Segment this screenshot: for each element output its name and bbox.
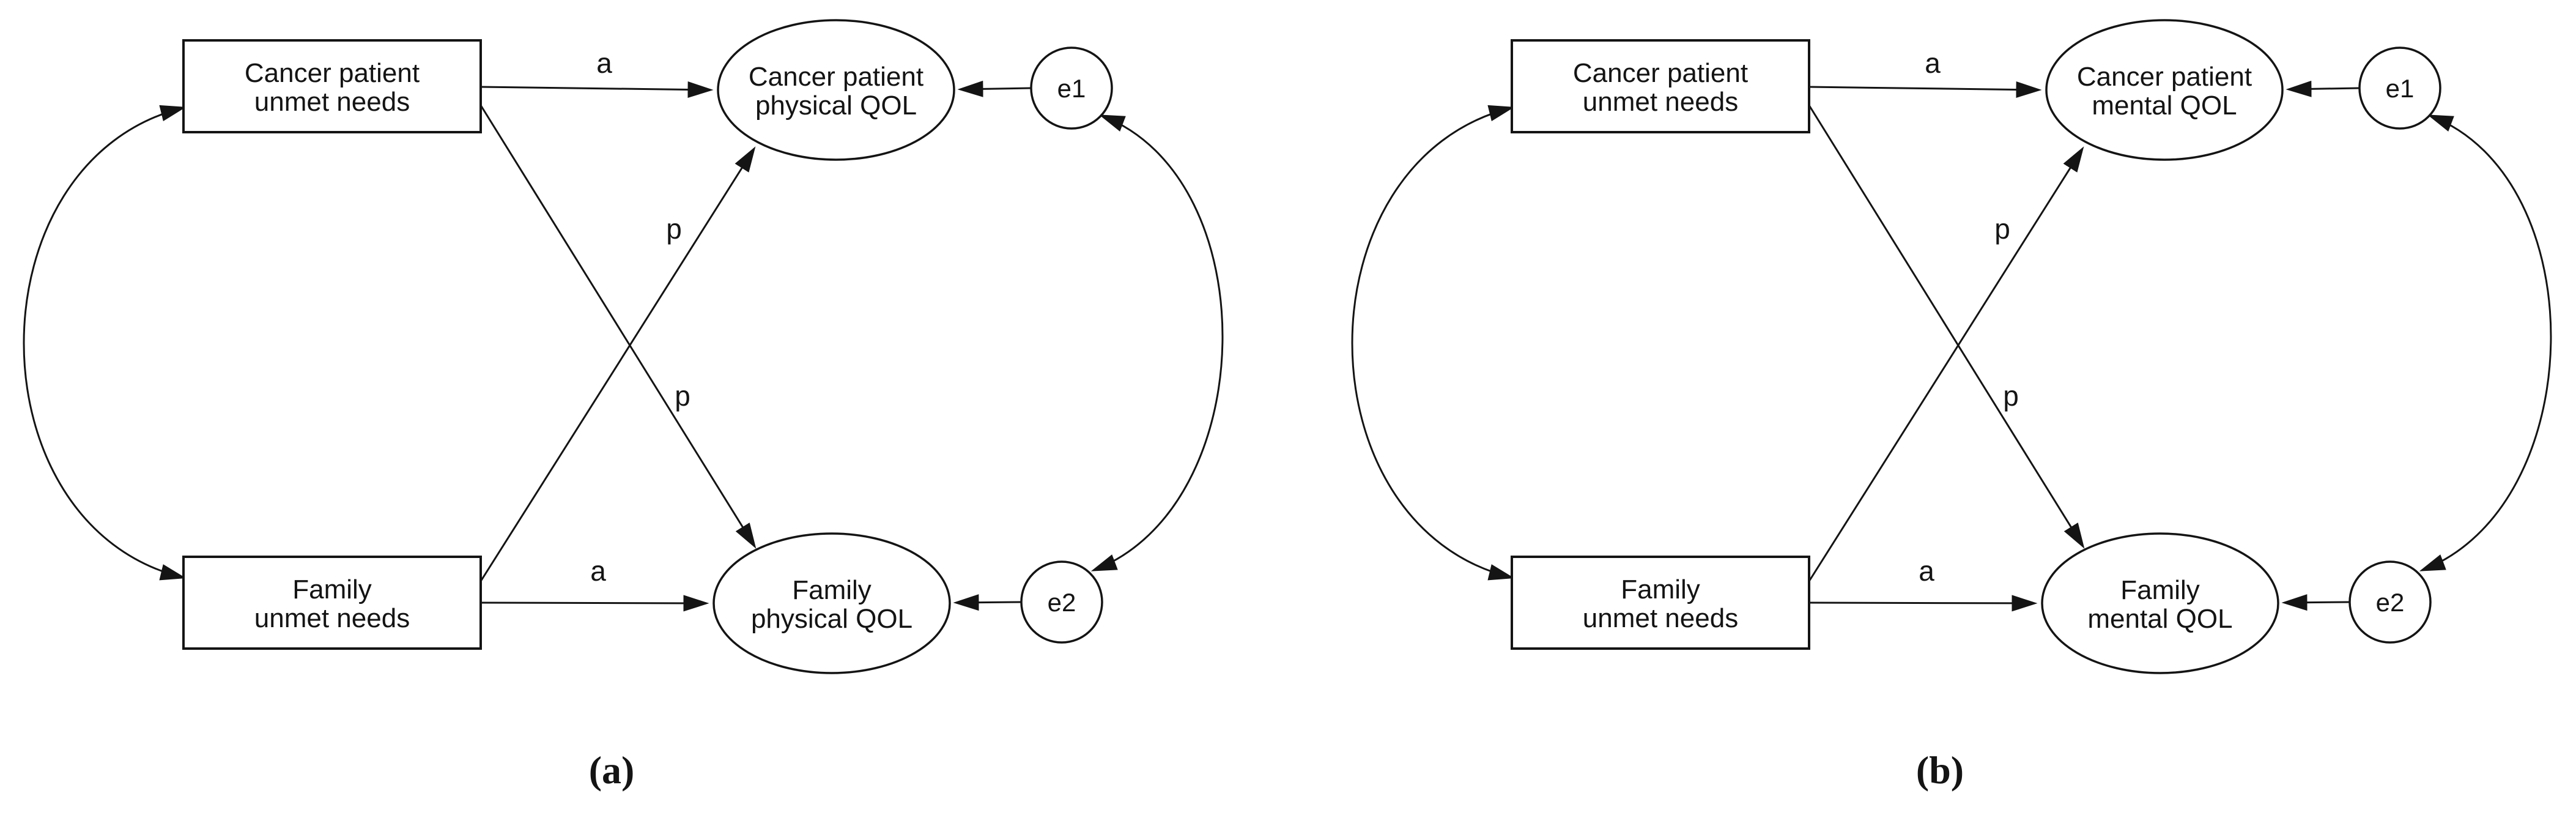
errors-covariance-arc — [1090, 114, 1224, 571]
partner-path-family-to-patient-arrow — [479, 146, 756, 582]
partner-upper-label: p — [1994, 213, 2010, 245]
patient-qol-label-line1: Cancer patient — [2077, 62, 2252, 92]
patient-qol-ellipse — [717, 19, 955, 161]
family-qol-label-line1: Family — [2120, 575, 2200, 605]
needs-covariance-arc — [1351, 105, 1515, 581]
partner-lower-label: p — [675, 380, 690, 412]
actor-path-top-arrow — [480, 81, 714, 99]
error1-label: e1 — [2386, 74, 2415, 103]
patient-unmet-needs-label-line1: Cancer patient — [245, 58, 420, 88]
error2-label: e2 — [2376, 588, 2405, 617]
family-unmet-needs-label-line2: unmet needs — [254, 603, 410, 633]
actor-bottom-label: a — [1919, 555, 1934, 587]
error2-arrow — [2281, 594, 2350, 611]
family-unmet-needs-box — [182, 556, 482, 650]
patient-unmet-needs-box — [182, 39, 482, 133]
error2-circle — [1020, 560, 1103, 644]
actor-bottom-label: a — [590, 555, 606, 587]
family-unmet-needs-label-line1: Family — [1621, 575, 1700, 605]
family-qol-ellipse — [2041, 532, 2279, 674]
partner-path-patient-to-family-arrow — [479, 105, 757, 549]
error2-label: e2 — [1048, 588, 1076, 617]
error2-arrow — [953, 594, 1022, 611]
caption-b-label: (b) — [1916, 748, 1964, 792]
patient-qol-ellipse — [2045, 19, 2284, 161]
patient-qol-label-line2: physical QOL — [755, 91, 917, 121]
family-qol-ellipse — [712, 532, 951, 674]
patient-unmet-needs-label-line2: unmet needs — [1583, 87, 1738, 117]
partner-lower-label: p — [2003, 380, 2019, 412]
patient-unmet-needs-label-line1: Cancer patient — [1573, 58, 1748, 88]
error1-label: e1 — [1057, 74, 1086, 103]
patient-qol-label-line2: mental QOL — [2092, 91, 2237, 121]
partner-upper-label: p — [666, 213, 682, 245]
partner-path-family-to-patient-arrow — [1808, 146, 2084, 582]
actor-top-label: a — [596, 47, 612, 79]
patient-qol-label-line1: Cancer patient — [749, 62, 923, 92]
error1-arrow — [957, 80, 1032, 97]
partner-path-patient-to-family-arrow — [1808, 105, 2085, 549]
family-unmet-needs-label-line2: unmet needs — [1583, 603, 1738, 633]
panel-a: Cancer patient unmet needs Family unmet … — [23, 19, 1224, 792]
actor-path-top-arrow — [1808, 81, 2042, 99]
error1-circle — [2358, 47, 2441, 130]
patient-unmet-needs-label-line2: unmet needs — [254, 87, 410, 117]
family-qol-label-line2: mental QOL — [2087, 604, 2232, 634]
errors-covariance-arc — [2419, 114, 2552, 571]
caption-a-label: (a) — [589, 748, 635, 792]
family-unmet-needs-box — [1511, 556, 1810, 650]
panel-b: Cancer patient unmet needs Family unmet … — [1351, 19, 2552, 792]
patient-unmet-needs-box — [1511, 39, 1810, 133]
family-qol-label-line1: Family — [792, 575, 872, 605]
family-unmet-needs-label-line1: Family — [292, 575, 372, 605]
error2-circle — [2348, 560, 2432, 644]
needs-covariance-arc — [23, 105, 187, 581]
family-qol-label-line2: physical QOL — [751, 604, 912, 634]
actor-top-label: a — [1925, 47, 1941, 79]
error1-circle — [1030, 47, 1113, 130]
error1-arrow — [2285, 80, 2360, 97]
